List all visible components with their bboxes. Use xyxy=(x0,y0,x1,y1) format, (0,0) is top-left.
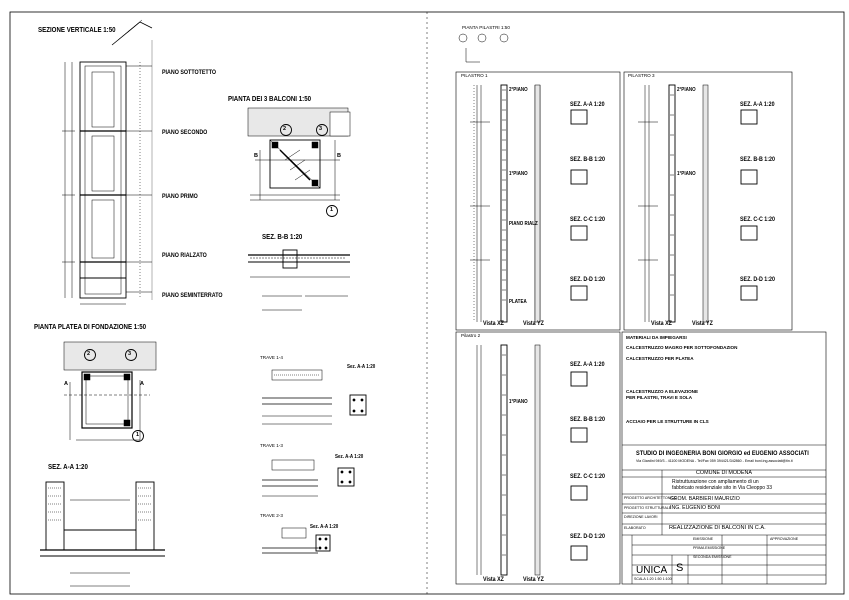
floor-label-rialzato: PIANO RIALZATO xyxy=(162,252,207,259)
p2-sez-dd: SEZ. D-D 1:20 xyxy=(570,533,605,540)
p1-vista-yz: Vista YZ xyxy=(523,320,544,327)
p3-sez-bb: SEZ. B-B 1:20 xyxy=(740,156,775,163)
sezione-verticale-title: SEZIONE VERTICALE 1:50 xyxy=(38,25,116,34)
trave-2-3-label: TRAVE 2-3 xyxy=(260,513,283,518)
platea-marker-1: 1 xyxy=(136,432,140,438)
pianta-platea-drawing xyxy=(63,341,157,442)
tavola-number: UNICA xyxy=(636,565,668,576)
p3-sez-aa: SEZ. A-A 1:20 xyxy=(740,101,775,108)
p1-piano-label-1: 2°PIANO xyxy=(509,87,528,93)
p1-sez-cc: SEZ. C-C 1:20 xyxy=(570,216,605,223)
sez-aa-foundation-drawing xyxy=(40,481,165,587)
pianta-pilastri-title: PIANTA PILASTRI 1:50 xyxy=(462,25,510,30)
floor-label-seminterrato: PIANO SEMINTERRATO xyxy=(162,292,223,299)
p1-sez-bb: SEZ. B-B 1:20 xyxy=(570,156,605,163)
p3-sez-cc: SEZ. C-C 1:20 xyxy=(740,216,775,223)
sezione-verticale-drawing xyxy=(62,19,153,305)
p1-vista-xz: Vista XZ xyxy=(483,320,504,327)
floor-label-secondo: PIANO SECONDO xyxy=(162,129,208,136)
materials-elevazione: CALCESTRUZZO A ELEVAZIONE xyxy=(626,389,699,394)
marker-letter-a2: A xyxy=(140,381,144,387)
platea-marker-3: 3 xyxy=(128,351,132,357)
scala: SCALA 1:20 1:50 1:100 xyxy=(634,577,672,581)
floor-label-sottotetto: PIANO SOTTOTETTO xyxy=(162,69,217,76)
materials-platea: CALCESTRUZZO PER PLATEA xyxy=(626,356,694,361)
pilastro-2-drawing xyxy=(476,344,588,576)
p1-sez-dd: SEZ. D-D 1:20 xyxy=(570,276,605,283)
pilastro-1-title: PILASTRO 1 xyxy=(461,73,488,78)
studio-address: Via Giardini 949/3 - 41100 MODENA - Tel/… xyxy=(636,459,793,463)
trave-1-4-sez-label: Sez. A-A 1:20 xyxy=(347,364,376,370)
revisione-1: EMISSIONE xyxy=(693,537,713,541)
materials-elevazione-2: PER PILASTRI, TRAVI E SOLA xyxy=(626,395,693,400)
materials-acciaio: ACCIAIO PER LE STRUTTURE IN CLS xyxy=(626,419,709,424)
approvazione-label: APPROVAZIONE xyxy=(770,537,799,541)
marker-letter-b1: B xyxy=(254,153,258,159)
elaborato: REALIZZAZIONE DI BALCONI IN C.A. xyxy=(669,525,766,531)
pianta-platea-title: PIANTA PLATEA DI FONDAZIONE 1:50 xyxy=(34,322,147,331)
progetto-arch-label: PROGETTO ARCHITETTONICO xyxy=(624,496,677,500)
p3-vista-yz: Vista YZ xyxy=(692,320,713,327)
materials-magro: CALCESTRUZZO MAGRO PER SOTTOFONDAZION xyxy=(626,345,738,350)
progetto-strutt: ING. EUGENIO BONI xyxy=(670,505,721,511)
pianta-pilastri-mini xyxy=(458,33,509,63)
pilastro-3-title: PILASTRO 3 xyxy=(628,73,655,78)
trave-2-3-sez-label: Sez. A-A 1:20 xyxy=(310,524,339,530)
p1-piano-label-4: PLATEA xyxy=(509,299,527,305)
p2-vista-yz: Vista YZ xyxy=(523,576,544,583)
pilastro-3-drawing xyxy=(638,84,758,323)
platea-marker-2: 2 xyxy=(87,351,91,357)
materials-heading: MATERIALI DA IMPIEGARSI xyxy=(626,335,687,340)
revisione-3: SECONDA EMISSIONE xyxy=(693,555,732,559)
trave-1-4-label: TRAVE 1-4 xyxy=(260,355,283,360)
direzione-lavori-label: DIREZIONE LAVORI xyxy=(624,515,658,519)
p2-vista-xz: Vista XZ xyxy=(483,576,504,583)
progetto-arch: GEOM. BARBIERI MAURIZIO xyxy=(670,496,740,502)
p3-piano-label-2: 1°PIANO xyxy=(677,171,696,177)
travi-drawing xyxy=(262,369,367,554)
oggetto: Ristrutturazione con ampliamento di un f… xyxy=(672,479,772,491)
p1-sez-aa: SEZ. A-A 1:20 xyxy=(570,101,605,108)
p3-sez-dd: SEZ. D-D 1:20 xyxy=(740,276,775,283)
sheet-letter: S xyxy=(676,562,684,574)
pianta-balconi-title: PIANTA DEI 3 BALCONI 1:50 xyxy=(228,94,312,103)
p2-sez-bb: SEZ. B-B 1:20 xyxy=(570,416,605,423)
sez-bb-drawing xyxy=(248,249,350,311)
marker-1: 1 xyxy=(330,207,334,213)
marker-letter-b2: B xyxy=(337,153,341,159)
progetto-strutt-label: PROGETTO STRUTTURALE xyxy=(624,506,672,510)
right-frames xyxy=(455,71,827,585)
title-block-grid xyxy=(622,469,826,584)
trave-1-3-sez-label: Sez. A-A 1:20 xyxy=(335,454,364,460)
sez-bb-title: SEZ. B-B 1:20 xyxy=(262,232,303,241)
marker-letter-a1: A xyxy=(64,381,68,387)
trave-1-3-label: TRAVE 1-3 xyxy=(260,443,283,448)
committente: COMUNE DI MODENA xyxy=(696,470,753,476)
elaborato-label: ELABORATO xyxy=(624,526,646,530)
floor-label-primo: PIANO PRIMO xyxy=(162,193,198,200)
pilastro-1-drawing xyxy=(470,84,588,323)
p3-piano-label-1: 2°PIANO xyxy=(677,87,696,93)
p1-piano-label-3: PIANO RIALZ xyxy=(509,221,538,227)
marker-2: 2 xyxy=(283,126,287,132)
p2-piano-label-2: 1°PIANO xyxy=(509,399,528,405)
p2-sez-cc: SEZ. C-C 1:20 xyxy=(570,473,605,480)
marker-3: 3 xyxy=(319,126,323,132)
pianta-balconi-drawing xyxy=(247,107,351,217)
revisione-2: PRIMA EMISSIONE xyxy=(693,546,726,550)
p2-sez-aa: SEZ. A-A 1:20 xyxy=(570,361,605,368)
p3-vista-xz: Vista XZ xyxy=(651,320,672,327)
sez-aa-title: SEZ. A-A 1:20 xyxy=(48,462,88,471)
studio-name: STUDIO DI INGEGNERIA BONI GIORGIO ed EUG… xyxy=(636,450,809,457)
pilastro-2-title: Pilastro 2 xyxy=(461,333,481,338)
p1-piano-label-2: 1°PIANO xyxy=(509,171,528,177)
